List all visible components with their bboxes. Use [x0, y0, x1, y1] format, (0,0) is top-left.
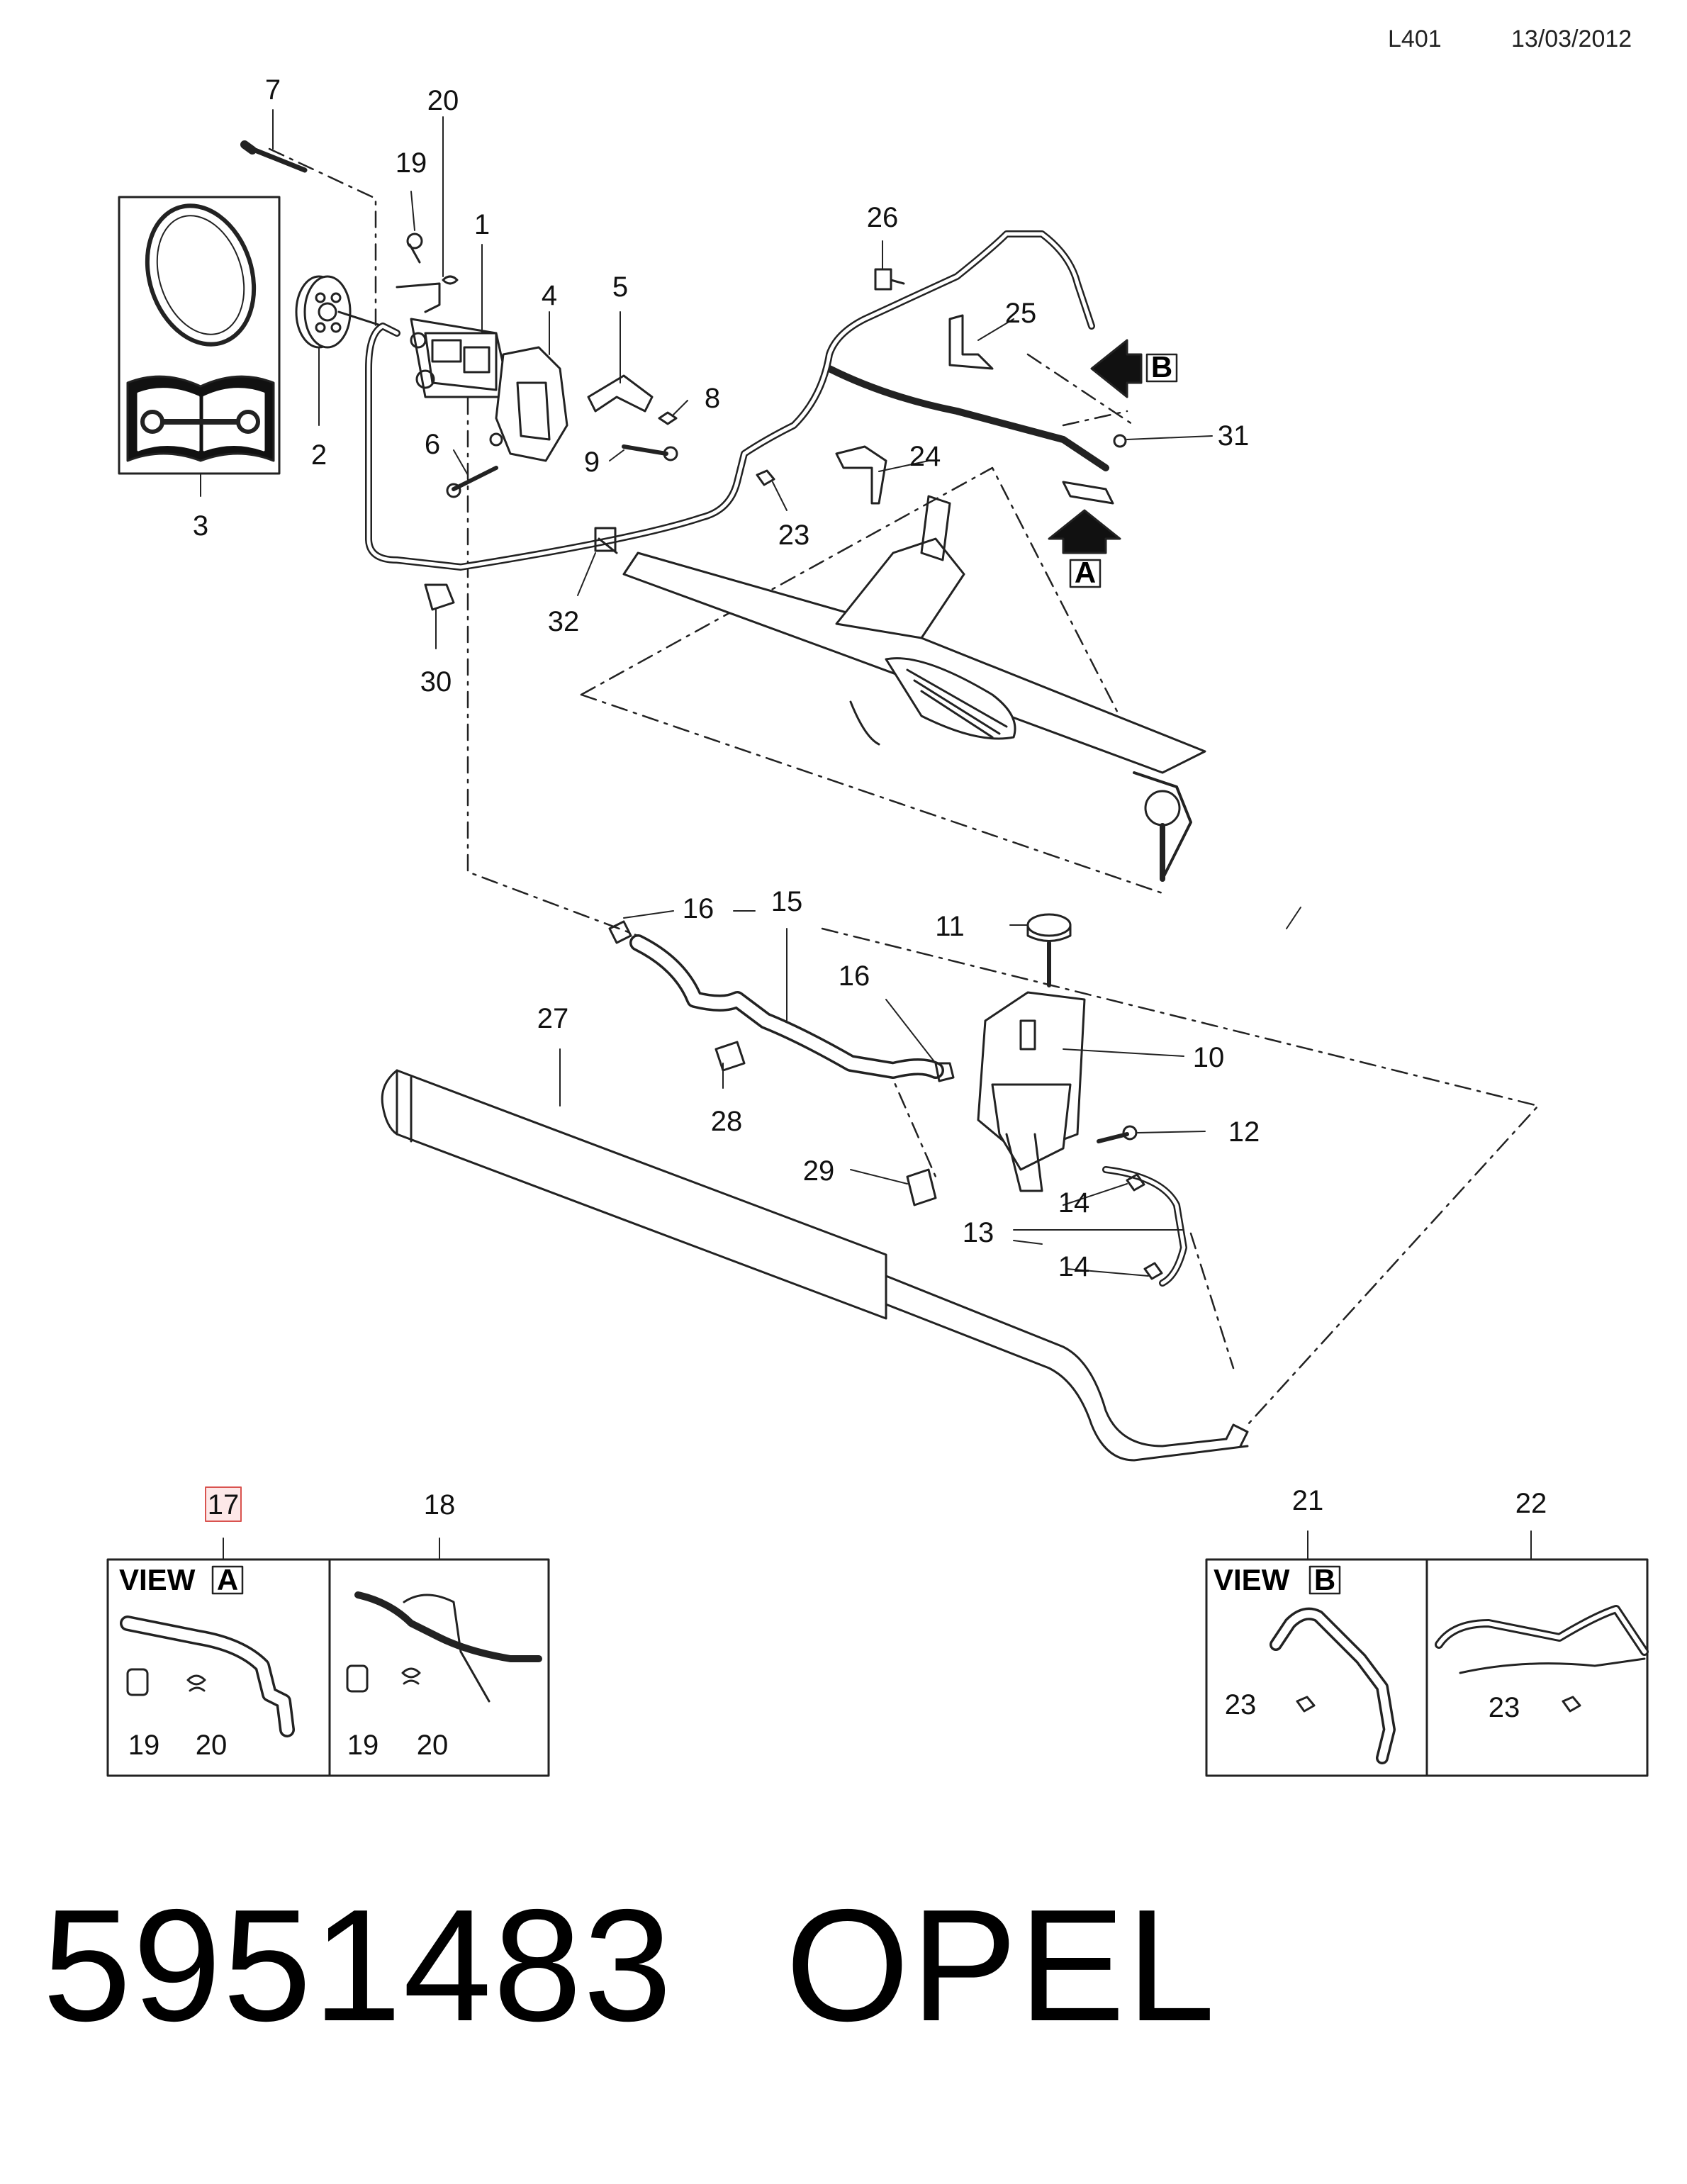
callout-19: 19: [396, 147, 427, 179]
callout-21: 21: [1292, 1485, 1324, 1516]
callout-32: 32: [548, 606, 580, 637]
item-25-bracket: [948, 314, 994, 370]
pressure-hose-run: [365, 230, 1109, 571]
item-4-pump-bracket: [489, 346, 568, 462]
callout-3: 3: [193, 510, 208, 542]
callout-28: 28: [711, 1106, 743, 1137]
view-b-panel: [1205, 1558, 1649, 1777]
view-b-word: VIEW: [1214, 1563, 1290, 1596]
callout-31: 31: [1218, 420, 1250, 452]
callout-2: 2: [311, 439, 327, 471]
callout-23-view-b: 23: [1225, 1689, 1257, 1720]
callout-13: 13: [963, 1217, 994, 1248]
callout-22: 22: [1515, 1488, 1547, 1519]
callout-30: 30: [420, 666, 452, 698]
callout-25: 25: [1005, 298, 1037, 329]
item-27-cooler: [381, 1069, 1249, 1462]
callout-12: 12: [1228, 1116, 1260, 1148]
callout-19-view-a: 19: [128, 1730, 160, 1761]
view-arrow-a: [1048, 509, 1121, 588]
arrow-b-letter: B: [1151, 350, 1172, 383]
callout-6: 6: [425, 429, 440, 460]
item-1-power-steering-pump: [396, 233, 512, 398]
callout-20: 20: [427, 85, 459, 116]
callout-26: 26: [867, 202, 899, 233]
item-9-bolt: [622, 444, 678, 461]
view-a-letter: A: [217, 1563, 238, 1596]
item-28-clip: [714, 1041, 746, 1072]
item-30-clip: [424, 583, 455, 611]
dashed-reference-lines: [268, 147, 1540, 1426]
item-5-clamp: [587, 374, 654, 413]
item-15-return-hose: [629, 934, 944, 1079]
diagram-date: 13/03/2012: [1511, 26, 1632, 52]
pressure-hose-inner: [366, 232, 1094, 569]
callout-10: 10: [1193, 1042, 1225, 1073]
callout-9: 9: [584, 447, 600, 478]
leader-lines: [200, 109, 1532, 1560]
item-14-hose-clamp: [1126, 1173, 1145, 1192]
callout-11: 11: [935, 911, 965, 942]
item-26-clip: [874, 268, 905, 291]
callout-16: 16: [683, 893, 714, 924]
callout-23: 23: [778, 520, 810, 551]
item-29-clip: [906, 1168, 937, 1206]
callout-23-item-22: 23: [1489, 1692, 1520, 1723]
callout-4: 4: [542, 280, 557, 311]
callout-24: 24: [909, 441, 941, 472]
callout-14: 14: [1058, 1187, 1090, 1219]
item-16-hose-clamp-2: [934, 1062, 955, 1082]
item-24-bracket: [835, 445, 887, 505]
view-a-panel: [106, 1558, 550, 1777]
brand-name: OPEL: [785, 1876, 1217, 2054]
item-23-clip: [756, 469, 775, 486]
item-13-hose: [1102, 1166, 1187, 1287]
callout-7: 7: [265, 74, 281, 106]
callout-27: 27: [537, 1003, 569, 1034]
item-8-nut: [658, 411, 678, 425]
callout-29: 29: [803, 1155, 835, 1187]
callout-19-item-18: 19: [347, 1730, 379, 1761]
callout-16-b: 16: [839, 961, 870, 992]
view-arrow-b: [1090, 339, 1178, 398]
item-16-hose-clamp: [608, 920, 632, 944]
item-32-clip: [594, 527, 618, 554]
item-7-bolt: [240, 140, 308, 173]
diagram-code: L401: [1388, 26, 1442, 52]
item-14-hose-clamp-2: [1143, 1262, 1163, 1280]
callout-17-highlight: [205, 1486, 242, 1522]
item-2-pulley: [295, 275, 384, 349]
view-a-word: VIEW: [119, 1563, 196, 1596]
item-12-bolt: [1097, 1125, 1138, 1143]
steering-gear-rack: [622, 495, 1206, 882]
item-6-bolt: [446, 466, 498, 498]
callout-1: 1: [474, 209, 490, 240]
item-11-reservoir-cap: [1026, 913, 1072, 987]
item-3-service-manual-box: [118, 196, 281, 475]
callout-18: 18: [424, 1489, 456, 1521]
callout-15: 15: [771, 886, 803, 917]
callout-5: 5: [612, 271, 628, 303]
callout-20-item-18: 20: [417, 1730, 449, 1761]
callout-14-b: 14: [1058, 1251, 1090, 1282]
callout-20-view-a: 20: [196, 1730, 228, 1761]
item-31-fitting: [1062, 434, 1127, 505]
item-10-reservoir: [977, 991, 1086, 1192]
part-number: 5951483: [43, 1876, 673, 2054]
callout-8: 8: [705, 383, 720, 414]
view-b-letter: B: [1314, 1563, 1335, 1596]
callout-17: 17: [208, 1489, 240, 1521]
arrow-a-letter: A: [1075, 556, 1096, 589]
